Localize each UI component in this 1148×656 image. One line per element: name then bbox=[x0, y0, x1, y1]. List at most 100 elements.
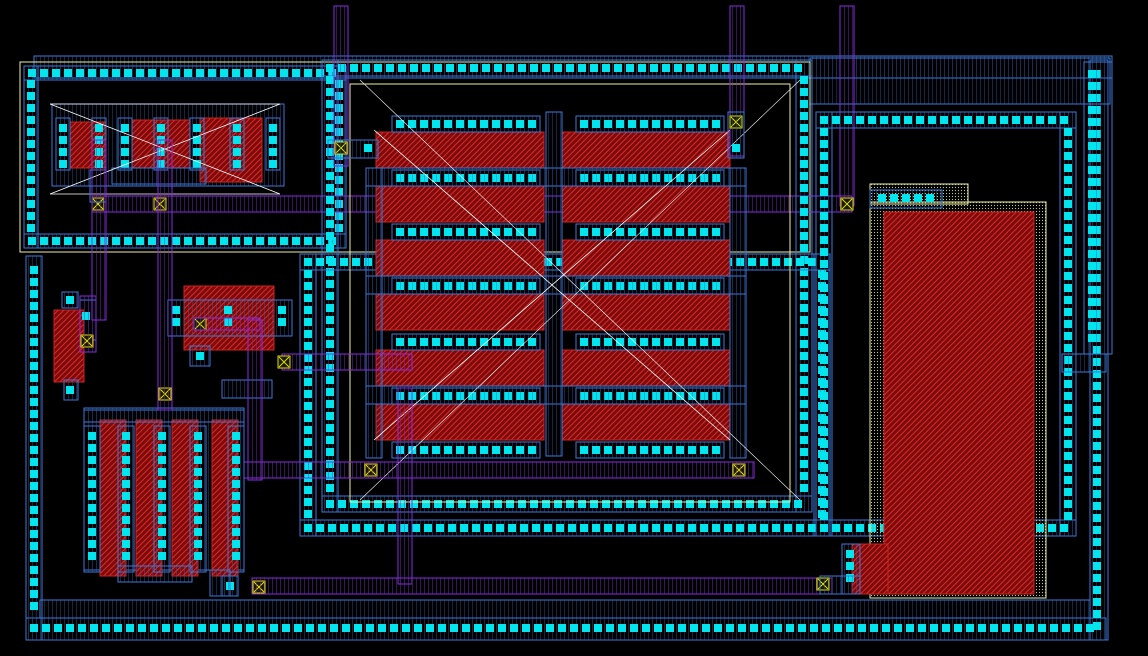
contact-square bbox=[800, 340, 808, 348]
contact-square bbox=[506, 64, 514, 72]
contact-square bbox=[278, 306, 286, 314]
metal2-shape bbox=[247, 319, 263, 481]
contact-square bbox=[528, 120, 536, 128]
contact-square bbox=[772, 524, 780, 532]
diffusion-shape bbox=[375, 239, 545, 277]
contact-square bbox=[628, 228, 636, 236]
contact-square bbox=[820, 416, 828, 424]
metal1-shape bbox=[729, 167, 747, 459]
contact-square bbox=[1093, 418, 1101, 426]
contact-square bbox=[1050, 624, 1058, 632]
contact-square bbox=[760, 524, 768, 532]
contact-square bbox=[820, 224, 828, 232]
contact-square bbox=[150, 624, 158, 632]
contact-square bbox=[1038, 624, 1046, 632]
contact-square bbox=[194, 516, 202, 524]
contact-square bbox=[820, 404, 828, 412]
contact-square bbox=[326, 220, 334, 228]
contact-square bbox=[27, 176, 35, 184]
contact-square bbox=[304, 438, 312, 446]
contact-square bbox=[193, 136, 201, 144]
contact-square bbox=[1064, 308, 1072, 316]
contact-square bbox=[688, 338, 696, 346]
contact-square bbox=[1064, 152, 1072, 160]
contact-square bbox=[172, 306, 180, 314]
contact-square bbox=[870, 624, 878, 632]
contact-square bbox=[800, 328, 808, 336]
contact-square bbox=[396, 120, 404, 128]
contact-square bbox=[578, 64, 586, 72]
contact-square bbox=[269, 148, 277, 156]
contact-square bbox=[222, 624, 230, 632]
contact-square bbox=[614, 500, 622, 508]
contact-square bbox=[1088, 118, 1096, 126]
contact-square bbox=[326, 316, 334, 324]
contact-square bbox=[474, 624, 482, 632]
contact-square bbox=[460, 524, 468, 532]
contact-square bbox=[335, 212, 343, 220]
contact-square bbox=[158, 444, 166, 452]
contact-square bbox=[326, 328, 334, 336]
contact-square bbox=[592, 524, 600, 532]
contact-square bbox=[362, 500, 370, 508]
contact-square bbox=[162, 624, 170, 632]
contact-square bbox=[220, 69, 228, 77]
contact-square bbox=[78, 624, 86, 632]
contact-square bbox=[326, 64, 334, 72]
metal1-shape bbox=[391, 333, 541, 351]
contact-square bbox=[528, 228, 536, 236]
contact-square bbox=[820, 212, 828, 220]
diffusion-shape bbox=[561, 293, 731, 331]
contact-square bbox=[580, 228, 588, 236]
contact-square bbox=[378, 624, 386, 632]
contact-square bbox=[556, 524, 564, 532]
contact-square bbox=[232, 492, 240, 500]
contact-square bbox=[122, 504, 130, 512]
contact-square bbox=[30, 602, 38, 610]
contact-square bbox=[30, 446, 38, 454]
contact-square bbox=[578, 500, 586, 508]
contact-square bbox=[158, 540, 166, 548]
contact-square bbox=[30, 266, 38, 274]
contact-square bbox=[328, 258, 336, 266]
contact-square bbox=[256, 69, 264, 77]
contact-square bbox=[122, 444, 130, 452]
contact-square bbox=[386, 500, 394, 508]
contact-square bbox=[602, 64, 610, 72]
contact-square bbox=[232, 552, 240, 560]
contact-square bbox=[674, 500, 682, 508]
contact-square bbox=[1093, 514, 1101, 522]
contact-square bbox=[966, 624, 974, 632]
contact-square bbox=[800, 400, 808, 408]
contact-square bbox=[66, 386, 74, 394]
contact-square bbox=[27, 128, 35, 136]
contact-square bbox=[114, 624, 122, 632]
contact-square bbox=[1064, 440, 1072, 448]
contact-square bbox=[40, 237, 48, 245]
contact-square bbox=[304, 306, 312, 314]
contact-square bbox=[396, 228, 404, 236]
contact-square bbox=[432, 338, 440, 346]
contact-square bbox=[494, 64, 502, 72]
contact-square bbox=[326, 436, 334, 444]
contact-square bbox=[580, 446, 588, 454]
contact-square bbox=[662, 64, 670, 72]
contact-square bbox=[88, 480, 96, 488]
contact-square bbox=[376, 524, 384, 532]
contact-square bbox=[350, 64, 358, 72]
contact-square bbox=[316, 524, 324, 532]
contact-square bbox=[444, 228, 452, 236]
contact-square bbox=[282, 624, 290, 632]
contact-square bbox=[726, 624, 734, 632]
contact-square bbox=[558, 624, 566, 632]
contact-square bbox=[978, 624, 986, 632]
contact-square bbox=[422, 500, 430, 508]
contact-square bbox=[1093, 502, 1101, 510]
contact-square bbox=[136, 69, 144, 77]
contact-square bbox=[542, 64, 550, 72]
contact-square bbox=[420, 120, 428, 128]
contact-square bbox=[364, 524, 372, 532]
contact-square bbox=[758, 500, 766, 508]
contact-square bbox=[544, 524, 552, 532]
contact-square bbox=[504, 338, 512, 346]
